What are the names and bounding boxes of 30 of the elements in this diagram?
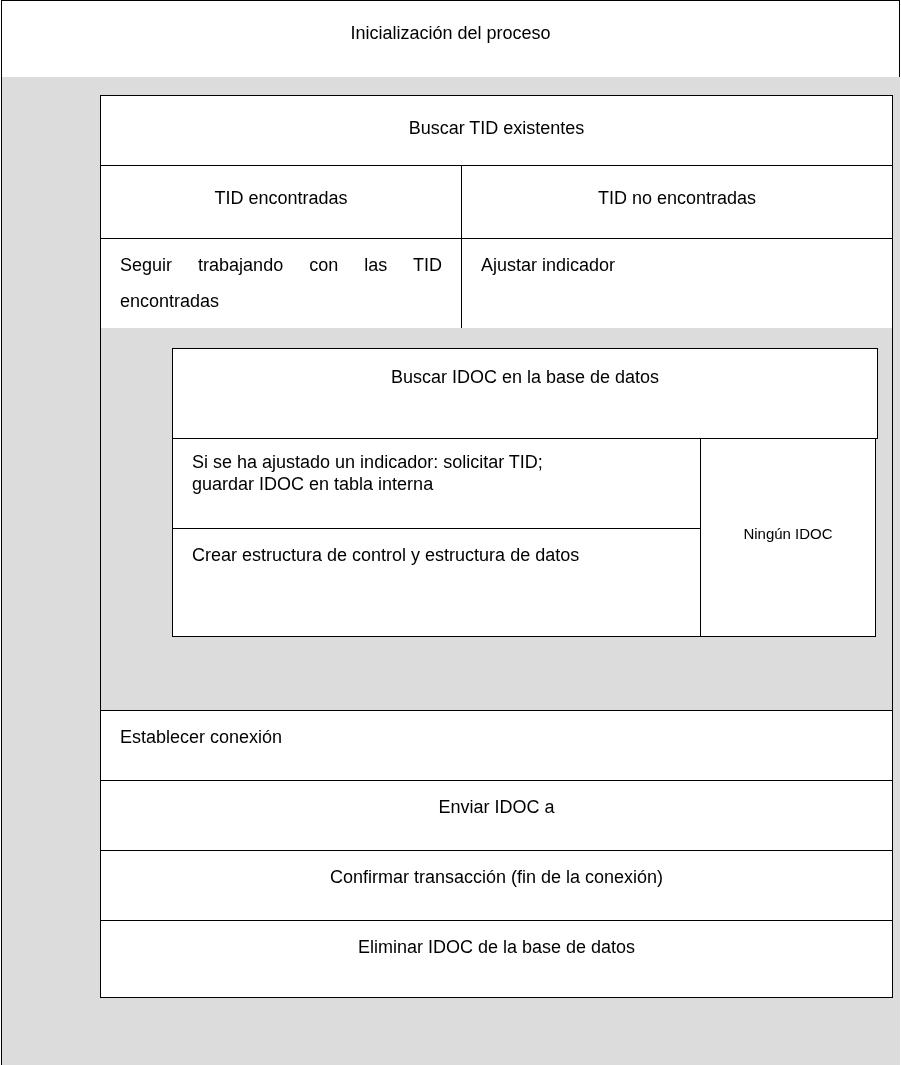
step-label: Confirmar transacción (fin de la conexión) xyxy=(328,866,665,889)
process-box xyxy=(100,95,893,166)
process-box xyxy=(172,348,878,439)
step-label: TID encontradas xyxy=(213,187,349,210)
loop-band xyxy=(100,328,893,711)
process-box xyxy=(100,780,893,851)
step-label: Enviar IDOC a xyxy=(437,796,556,819)
process-box xyxy=(461,165,893,239)
step-label: Buscar TID existentes xyxy=(407,117,586,140)
step-label: Ningún IDOC xyxy=(742,524,834,544)
process-box xyxy=(100,165,462,239)
process-box xyxy=(172,438,701,529)
step-label: Ajustar indicador xyxy=(481,254,617,277)
process-box xyxy=(100,238,462,329)
step-label: Si se ha ajustado un indicador: solicitar TID; guardar IDOC en tabla interna xyxy=(192,451,544,495)
step-label: Buscar IDOC en la base de datos xyxy=(389,366,661,389)
step-label: Crear estructura de control y estructura de datos xyxy=(192,544,581,567)
process-box xyxy=(100,850,893,921)
process-box xyxy=(461,238,893,329)
process-box xyxy=(100,920,893,998)
process-box xyxy=(100,710,893,781)
step-label: Inicialización del proceso xyxy=(349,22,552,45)
step-label: Eliminar IDOC de la base de datos xyxy=(356,936,637,959)
step-label: TID no encontradas xyxy=(596,187,758,210)
step-label: Seguir trabajando con las TID encontradas xyxy=(120,254,442,313)
process-box xyxy=(172,528,701,637)
loop-band xyxy=(1,77,900,1065)
process-box xyxy=(1,0,900,78)
step-label: Establecer conexión xyxy=(120,726,284,749)
process-box xyxy=(700,438,876,637)
